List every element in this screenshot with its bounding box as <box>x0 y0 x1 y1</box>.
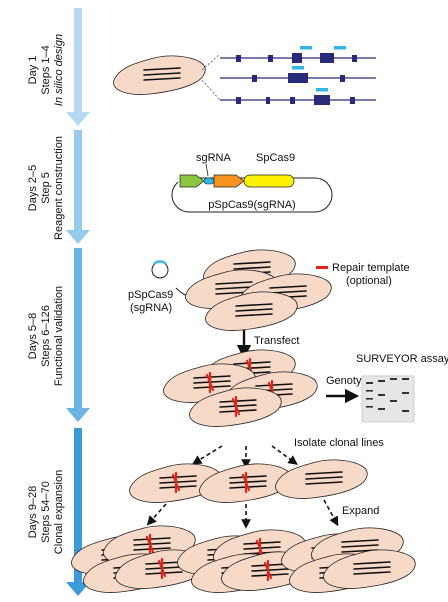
gene-track-1 <box>220 46 376 63</box>
repair-template-icon <box>316 266 328 269</box>
stage-2-days: Days 2–5 <box>27 165 39 211</box>
repair-label-sub: (optional) <box>346 275 392 287</box>
timeline-segment-3 <box>66 248 90 422</box>
transfect-label: Transfect <box>254 335 299 347</box>
surveyor-assay-label: SURVEYOR assay <box>356 353 448 365</box>
stage-1-steps: Steps 1–4 <box>40 45 52 95</box>
sgrna-target-mark <box>300 46 312 50</box>
sgrna-cassette <box>203 177 215 185</box>
stage-3-title: Functional validation <box>53 286 65 386</box>
stage-label-3: Days 5–8 Steps 6–126 Functional validati… <box>27 286 65 386</box>
zoom-lines <box>201 53 221 101</box>
stage-label-2: Days 2–5 Step 5 Reagent construction <box>27 136 65 240</box>
plasmid-panel: sgRNA SpCas9 pSpCas9(sgRNA) <box>171 152 333 213</box>
stage-label-1: Day 1 Steps 1–4 In silico design <box>27 34 65 106</box>
cell-icon <box>112 55 207 96</box>
stage-1-days: Day 1 <box>27 56 39 85</box>
cell-cluster-pre <box>184 249 333 332</box>
stage-4-title: Clonal expansion <box>53 470 65 554</box>
plasmid-label: pSpCas9 <box>128 289 173 301</box>
expand-label: Expand <box>342 505 379 517</box>
timeline-segment-4 <box>66 428 90 596</box>
gene-track-2 <box>220 66 376 83</box>
spcas9-cassette <box>243 174 295 188</box>
validation-panel: pSpCas9 (sgRNA) Repair template (optiona… <box>128 249 448 427</box>
timeline-segment-1 <box>66 8 90 126</box>
timeline-segment-2 <box>66 130 90 244</box>
stage-3-days: Days 5–8 <box>27 313 39 359</box>
stage-2-steps: Step 5 <box>40 172 52 204</box>
sgrna-target-mark <box>316 88 328 92</box>
sgrna-target-mark <box>334 46 346 50</box>
cell-cluster-transfected <box>164 350 318 427</box>
sgrna-label: sgRNA <box>196 152 232 164</box>
gel-image <box>361 375 415 423</box>
plasmid-icon <box>151 261 169 279</box>
repair-label: Repair template <box>332 262 410 274</box>
clonal-panel: Isolate clonal lines Expand <box>72 437 417 592</box>
stage-4-steps: Steps 54–70 <box>40 481 52 543</box>
gene-track-3 <box>220 88 376 105</box>
stage-3-steps: Steps 6–126 <box>40 305 52 367</box>
stage-label-4: Days 9–28 Steps 54–70 Clonal expansion <box>27 470 65 554</box>
promoter-cassette <box>179 174 205 188</box>
stage-2-title: Reagent construction <box>53 136 65 240</box>
plasmid-label-sub: (sgRNA) <box>130 302 172 314</box>
design-panel <box>112 46 376 105</box>
cas9-label: SpCas9 <box>256 152 295 164</box>
timeline <box>66 8 90 596</box>
plasmid-name: pSpCas9(sgRNA) <box>208 199 295 211</box>
isolate-label: Isolate clonal lines <box>294 437 384 449</box>
sgrna-target-mark <box>292 66 304 70</box>
promoter-cassette-2 <box>213 174 245 188</box>
stage-4-days: Days 9–28 <box>27 486 39 539</box>
stage-1-title: In silico design <box>53 34 65 106</box>
clone-cell-3 <box>274 459 369 500</box>
